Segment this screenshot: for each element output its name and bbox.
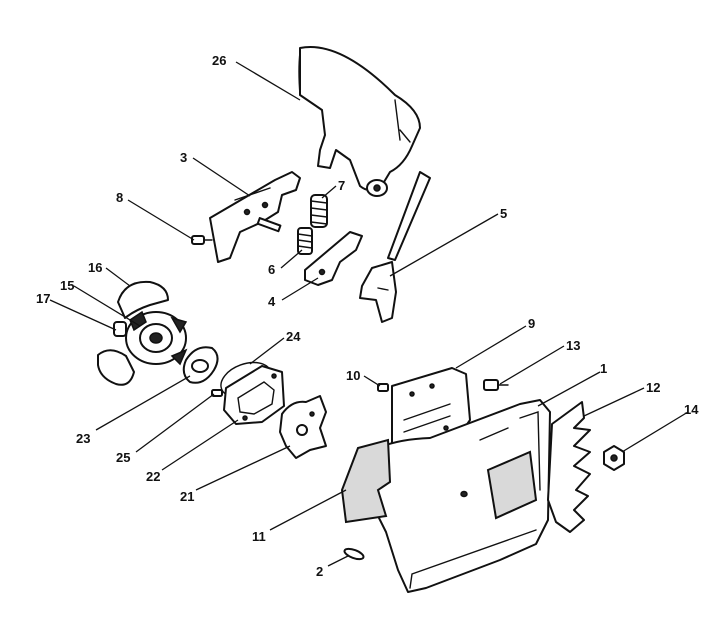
part-21-cam-plate [279, 395, 327, 459]
part-6-spring [297, 227, 313, 255]
leader-7 [321, 185, 337, 199]
leader-1 [537, 371, 601, 407]
leader-15 [73, 285, 141, 327]
leader-10 [363, 375, 381, 387]
part-23-washer [182, 346, 219, 384]
part-10-pin [377, 383, 389, 392]
leader-5 [389, 213, 499, 277]
part-25-screw [211, 389, 223, 397]
part-7-spring [310, 194, 328, 228]
leader-21 [195, 445, 291, 491]
callout-8: 8 [116, 190, 123, 205]
leader-6 [280, 249, 303, 269]
part-12-chain-catcher [547, 401, 591, 533]
part-15-clutch-hub [125, 310, 188, 366]
part-3-bracket [209, 171, 301, 263]
callout-9: 9 [528, 316, 535, 331]
leader-9 [455, 325, 527, 369]
part-26-hand-guard [298, 46, 421, 197]
callout-22: 22 [146, 469, 160, 484]
callout-13: 13 [566, 338, 580, 353]
callout-25: 25 [116, 450, 130, 465]
callout-23: 23 [76, 431, 90, 446]
part-13-screw [483, 379, 509, 391]
callout-14: 14 [684, 402, 699, 417]
part-17-clutch-spring [113, 321, 127, 337]
part-11-plate [340, 438, 392, 524]
leader-23 [95, 375, 191, 431]
leader-12 [583, 387, 645, 417]
callout-24: 24 [286, 329, 301, 344]
callout-6: 6 [268, 262, 275, 277]
callout-3: 3 [180, 150, 187, 165]
callout-labels: 26 3 7 8 5 16 6 15 17 4 9 24 13 10 1 12 … [36, 53, 699, 579]
part-1-sprocket-cover [359, 399, 551, 593]
leader-3 [192, 157, 251, 197]
leader-22 [161, 419, 239, 471]
callout-5: 5 [500, 206, 507, 221]
leader-2 [327, 555, 349, 567]
leader-24 [249, 337, 285, 365]
callout-2: 2 [316, 564, 323, 579]
callout-10: 10 [346, 368, 360, 383]
callout-26: 26 [212, 53, 226, 68]
callout-21: 21 [180, 489, 194, 504]
leader-25 [135, 393, 215, 453]
leader-11 [269, 489, 347, 531]
callout-11: 11 [252, 529, 266, 544]
part-14-nut [603, 445, 625, 471]
part-5-rod-lever [359, 171, 431, 323]
callout-1: 1 [600, 361, 607, 376]
callout-4: 4 [268, 294, 276, 309]
callout-12: 12 [646, 380, 660, 395]
leader-8 [127, 199, 195, 241]
leader-13 [499, 345, 565, 385]
leader-26 [235, 61, 301, 101]
part-4-lever [304, 231, 363, 286]
leader-14 [621, 411, 689, 453]
part-2-clip [343, 547, 365, 561]
part-22-gasket [223, 365, 285, 425]
part-16-clutch-shoe [117, 280, 169, 319]
callout-7: 7 [338, 178, 345, 193]
leader-16 [105, 267, 131, 287]
callout-17: 17 [36, 291, 50, 306]
part-clutch-shoe-lower [97, 349, 135, 386]
leader-lines [49, 61, 689, 567]
leader-4 [281, 277, 319, 301]
leader-17 [49, 299, 117, 331]
callout-15: 15 [60, 278, 74, 293]
callout-16: 16 [88, 260, 102, 275]
part-8-screw [191, 235, 213, 245]
